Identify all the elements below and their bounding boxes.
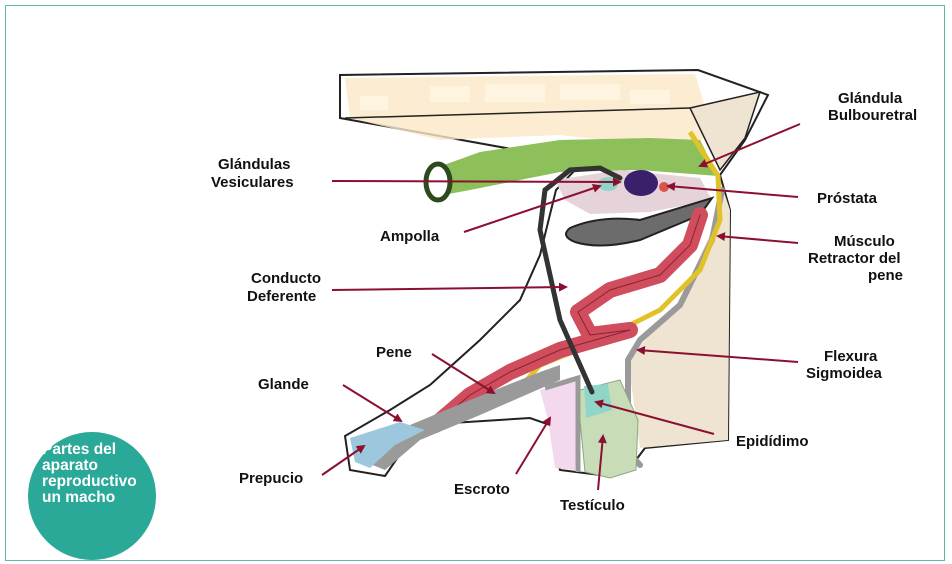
badge-line-4: un macho: [42, 490, 150, 506]
label-pene: Pene: [376, 344, 412, 361]
vertebra-2: [430, 86, 470, 102]
arrow-vesiculares: [332, 181, 620, 182]
title-badge: Partes del aparato reproductivo un macho: [28, 432, 156, 560]
label-flexura: Flexura Sigmoidea: [806, 348, 883, 382]
vertebra-3: [485, 84, 545, 102]
label-glande: Glande: [258, 376, 309, 393]
arrow-escroto: [516, 418, 550, 474]
arrow-glande: [343, 385, 401, 421]
label-prostata: Próstata: [817, 190, 878, 207]
title-badge-text: Partes del aparato reproductivo un macho: [42, 442, 150, 506]
label-prepucio: Prepucio: [239, 470, 303, 487]
label-vesiculares: Glándulas Vesiculares: [211, 156, 295, 191]
bulbourethral-gland: [659, 182, 669, 192]
label-musculo: Músculo Retractor del pene: [808, 233, 905, 284]
vertebra-1: [360, 96, 388, 110]
label-testiculo: Testículo: [560, 497, 625, 514]
ampulla: [598, 177, 618, 191]
badge-line-3: reproductivo: [42, 474, 150, 490]
label-ampolla: Ampolla: [380, 228, 440, 245]
label-conducto: Conducto Deferente: [247, 270, 325, 305]
label-escroto: Escroto: [454, 481, 510, 498]
badge-line-2: aparato: [42, 458, 150, 474]
prostate: [624, 170, 658, 196]
vertebra-5: [630, 90, 670, 104]
label-bulbouretral: Glándula Bulbouretral: [828, 90, 917, 124]
vertebra-4: [560, 84, 620, 100]
badge-line-1: Partes del: [42, 442, 150, 458]
label-epididimo: Epidídimo: [736, 433, 809, 450]
